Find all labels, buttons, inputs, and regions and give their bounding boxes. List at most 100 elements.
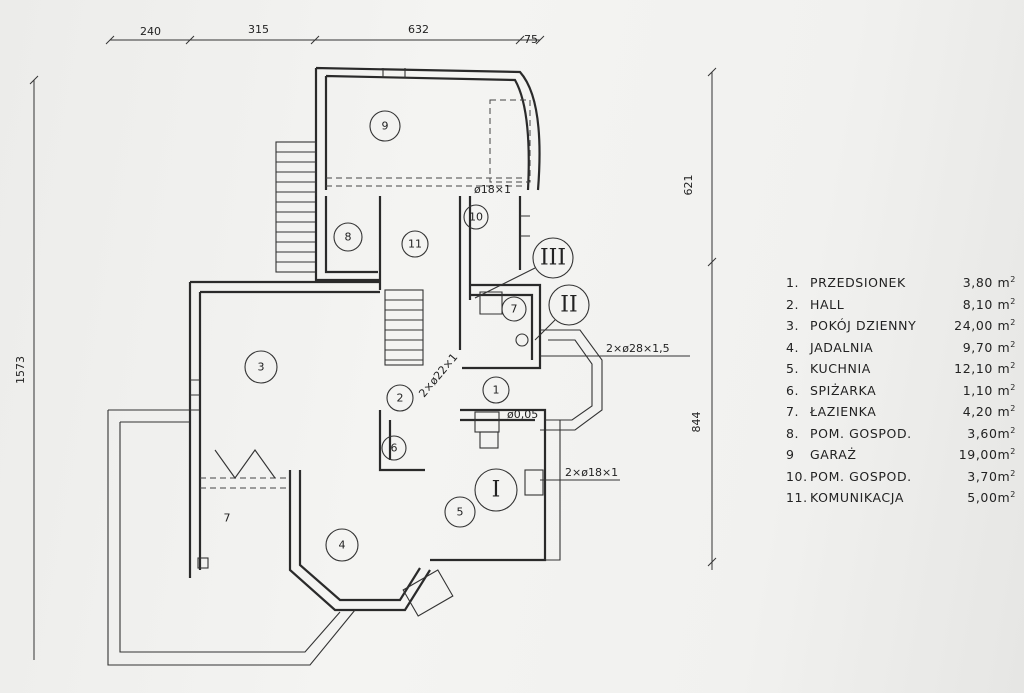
- terrace-marker: 7: [224, 512, 231, 525]
- room-marker-10: 10: [469, 211, 483, 224]
- room-markers: 2 1 3 4 5 6 7 8 9 10 11 7: [224, 110, 527, 562]
- legend-room-name: POM. GOSPOD.: [810, 425, 912, 441]
- room-marker-5: 5: [457, 506, 464, 519]
- dim-1573: 1573: [14, 356, 27, 384]
- room-marker-9: 9: [382, 120, 389, 133]
- legend-area: 9,70 m2: [950, 340, 1016, 355]
- legend-room-name: POKÓJ DZIENNY: [810, 318, 917, 334]
- pipe-label-bathroom: 2×ø28×1,5: [606, 342, 670, 355]
- installation-markers: I II III: [474, 237, 590, 512]
- room-marker-8: 8: [345, 231, 352, 244]
- installation-marker-I: I: [492, 478, 501, 503]
- legend-room-name: ŁAZIENKA: [810, 404, 877, 420]
- dim-621: 621: [682, 175, 695, 196]
- legend-number: 5.: [786, 361, 800, 377]
- legend-area-unit: 2: [1010, 275, 1016, 285]
- legend-area-value: 3,60m: [967, 425, 1011, 441]
- dim-632: 632: [408, 23, 429, 36]
- legend-room-name: GARAŻ: [810, 447, 857, 463]
- legend-area-value: 3,70m: [967, 468, 1011, 484]
- legend-area: 12,10 m2: [950, 361, 1016, 376]
- legend-area: 3,70m2: [950, 469, 1016, 484]
- legend-area: 3,80 m2: [950, 275, 1016, 290]
- legend-number: 7.: [786, 404, 800, 420]
- legend-area-value: 5,00m: [967, 490, 1011, 506]
- legend-number: 1.: [786, 275, 800, 291]
- legend-room-name: PRZEDSIONEK: [810, 275, 906, 291]
- top-dimension-line: 240 315 632 75: [105, 23, 545, 46]
- pipe-label-kitchen: ø0,05: [507, 408, 538, 421]
- pipe-label-kitchen-outer: 2×ø18×1: [565, 466, 618, 479]
- legend-area: 8,10 m2: [950, 297, 1016, 312]
- legend-area: 3,60m2: [950, 426, 1016, 441]
- legend-room-name: KOMUNIKACJA: [810, 490, 904, 506]
- legend-row: 7. ŁAZIENKA 4,20 m2: [786, 401, 1016, 423]
- legend-room-name: SPIŻARKA: [810, 382, 877, 398]
- pipe-labels: ø18×1 2×ø22×1 2×ø28×1,5 ø0,05 2×ø18×1: [416, 183, 690, 481]
- legend-area-unit: 2: [1010, 296, 1016, 306]
- room-marker-3: 3: [258, 361, 265, 374]
- legend-number: 6.: [786, 382, 800, 398]
- room-marker-11: 11: [408, 238, 422, 251]
- legend-row: 8. POM. GOSPOD. 3,60m2: [786, 423, 1016, 445]
- legend-room-name: KUCHNIA: [810, 361, 871, 377]
- installation-marker-III: III: [540, 246, 566, 271]
- legend-area-unit: 2: [1010, 361, 1016, 371]
- legend-number: 2.: [786, 296, 800, 312]
- legend-row: 4. JADALNIA 9,70 m2: [786, 337, 1016, 359]
- legend-area-unit: 2: [1010, 447, 1016, 457]
- legend-row: 1. PRZEDSIONEK 3,80 m2: [786, 272, 1016, 294]
- legend-area: 1,10 m2: [950, 383, 1016, 398]
- legend-area-unit: 2: [1010, 490, 1016, 500]
- legend-area: 5,00m2: [950, 490, 1016, 505]
- legend-area-unit: 2: [1010, 339, 1016, 349]
- legend-row: 2. HALL 8,10 m2: [786, 294, 1016, 316]
- left-dimension-line: 1573: [14, 75, 39, 660]
- legend-area-value: 24,00 m: [954, 318, 1011, 334]
- legend-row: 6. SPIŻARKA 1,10 m2: [786, 380, 1016, 402]
- dim-315: 315: [248, 23, 269, 36]
- dim-75: 75: [524, 33, 538, 46]
- legend-area: 19,00m2: [950, 447, 1016, 462]
- legend-area-unit: 2: [1010, 382, 1016, 392]
- legend-room-name: HALL: [810, 296, 845, 312]
- legend-room-name: JADALNIA: [810, 339, 874, 355]
- legend-room-name: POM. GOSPOD.: [810, 468, 912, 484]
- legend-number: 11.: [786, 490, 808, 506]
- installation-marker-II: II: [560, 293, 577, 318]
- room-marker-6: 6: [391, 442, 398, 455]
- legend-area: 24,00 m2: [950, 318, 1016, 333]
- room-marker-1: 1: [493, 384, 500, 397]
- legend-area-value: 19,00m: [958, 447, 1011, 463]
- room-marker-7: 7: [511, 303, 518, 316]
- legend-area-value: 1,10 m: [962, 382, 1011, 398]
- legend-area-unit: 2: [1010, 468, 1016, 478]
- legend-number: 9: [786, 447, 795, 463]
- legend-row: 10.POM. GOSPOD. 3,70m2: [786, 466, 1016, 488]
- legend-area-unit: 2: [1010, 404, 1016, 414]
- legend-number: 3.: [786, 318, 800, 334]
- legend-area-unit: 2: [1010, 425, 1016, 435]
- room-marker-2: 2: [397, 392, 404, 405]
- legend-number: 10.: [786, 468, 808, 484]
- legend-number: 8.: [786, 425, 800, 441]
- legend-area-value: 12,10 m: [954, 361, 1011, 377]
- legend-row: 3. POKÓJ DZIENNY 24,00 m2: [786, 315, 1016, 337]
- dim-844: 844: [690, 412, 703, 433]
- legend-area-value: 4,20 m: [962, 404, 1011, 420]
- legend-area-value: 3,80 m: [962, 275, 1011, 291]
- room-marker-4: 4: [339, 539, 346, 552]
- legend-row: 9 GARAŻ 19,00m2: [786, 444, 1016, 466]
- legend-area-unit: 2: [1010, 318, 1016, 328]
- pipe-label-garage: ø18×1: [474, 183, 511, 196]
- legend-area-value: 8,10 m: [962, 296, 1011, 312]
- legend-row: 11.KOMUNIKACJA 5,00m2: [786, 487, 1016, 509]
- legend-area-value: 9,70 m: [962, 339, 1011, 355]
- legend-row: 5. KUCHNIA 12,10 m2: [786, 358, 1016, 380]
- dim-240: 240: [140, 25, 161, 38]
- right-dimension-line: 621 844: [682, 67, 717, 570]
- legend-area: 4,20 m2: [950, 404, 1016, 419]
- legend-number: 4.: [786, 339, 800, 355]
